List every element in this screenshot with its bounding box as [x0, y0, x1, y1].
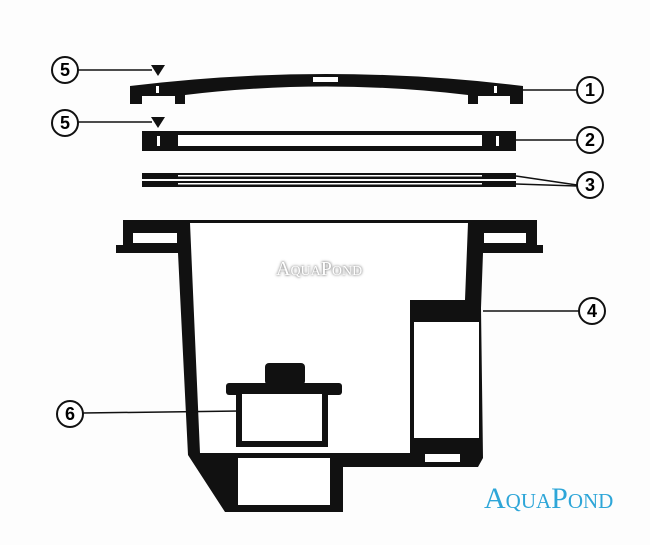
svg-text:6: 6 [65, 404, 75, 424]
watermark-center: AquaPond [276, 258, 363, 280]
brand-logo: AquaPond [484, 482, 614, 515]
part-basket [226, 363, 342, 447]
svg-text:4: 4 [587, 301, 597, 321]
svg-text:2: 2 [585, 130, 595, 150]
callout-5-bottom: 5 [51, 109, 79, 137]
callout-3: 3 [576, 171, 604, 199]
callout-5-top: 5 [51, 56, 79, 84]
part-filter-chamber [414, 322, 479, 438]
leader-lines [78, 69, 579, 414]
part-frame-ring [142, 131, 516, 151]
marker-triangle-icon [151, 117, 165, 128]
part-lid [130, 74, 523, 104]
callout-1: 1 [576, 76, 604, 104]
svg-text:3: 3 [585, 175, 595, 195]
callout-6: 6 [56, 400, 84, 428]
callout-2: 2 [576, 126, 604, 154]
marker-triangle-icon [151, 65, 165, 76]
part-gaskets [142, 173, 516, 187]
svg-text:5: 5 [60, 60, 70, 80]
callout-4: 4 [578, 297, 606, 325]
svg-text:5: 5 [60, 113, 70, 133]
svg-text:1: 1 [585, 80, 595, 100]
